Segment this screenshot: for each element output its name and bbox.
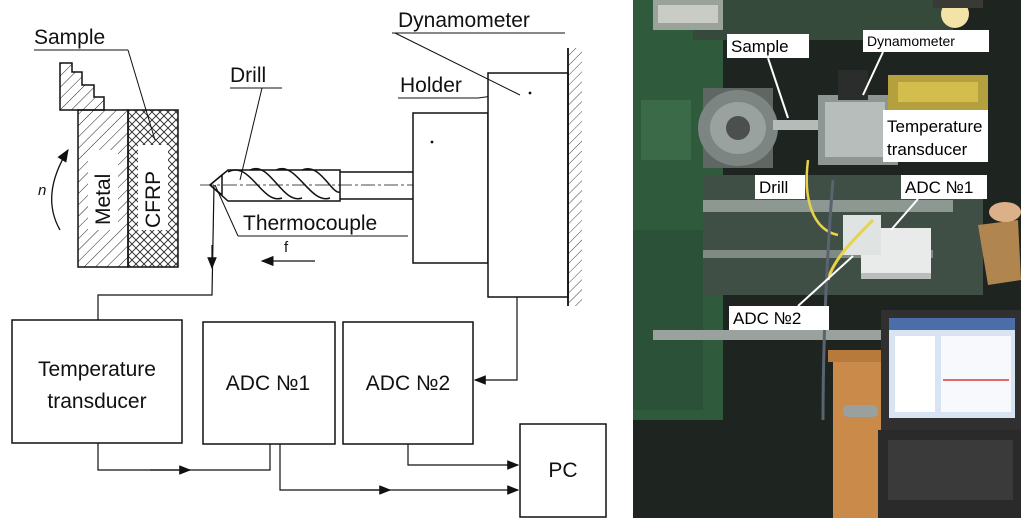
adc2-device <box>843 215 881 255</box>
photo-drill-label: Drill <box>759 178 788 197</box>
adc1-box <box>202 321 336 445</box>
table <box>833 355 885 518</box>
laptop <box>878 310 1021 518</box>
adc2-to-pc-line <box>407 444 520 470</box>
drill-photo <box>773 120 828 130</box>
metal-label: Metal <box>92 174 115 225</box>
photo-temp-label-line1: Temperature <box>887 117 982 136</box>
thermocouple-label: Thermocouple <box>243 212 377 235</box>
cfrp-label-bg <box>138 145 168 230</box>
photo-sample-label: Sample <box>731 37 789 56</box>
thermocouple-wire <box>97 184 215 320</box>
adc2-label: ADC №2 <box>366 372 450 395</box>
rotation-arrow <box>51 148 69 231</box>
photo-temp-label-line2: transducer <box>887 140 968 159</box>
photo-dynamometer-label: Dynamometer <box>867 33 955 49</box>
adc1-to-pc-line <box>279 444 520 495</box>
photo-dynamometer-label-bg <box>863 30 989 52</box>
temperature-transducer-line2: transducer <box>47 390 146 413</box>
photo-temp-label-bg <box>883 110 988 162</box>
transducer-to-adc1-line <box>97 443 271 471</box>
dynamometer-to-adc2-line <box>473 297 518 385</box>
drill-shank <box>340 171 413 200</box>
photo-adc1-label-bg <box>901 175 987 199</box>
dynamometer <box>487 72 569 298</box>
temperature-transducer-line1: Temperature <box>38 358 156 381</box>
holder-label: Holder <box>400 74 462 97</box>
feed-label: f <box>284 239 289 256</box>
photo-adc2-label: ADC №2 <box>733 309 801 328</box>
adc1-label: ADC №1 <box>226 372 310 395</box>
pc-label: PC <box>548 459 577 482</box>
sample-label: Sample <box>34 26 105 49</box>
schematic-diagram: Metal CFRP n Sample Drill Holder Dynamom… <box>11 9 607 518</box>
dynamometer-label: Dynamometer <box>398 9 530 32</box>
rotation-label: n <box>38 182 46 199</box>
holder <box>412 112 489 264</box>
photo-adc2-label-bg <box>729 306 829 330</box>
photo-drill-label-bg <box>755 175 805 199</box>
experiment-photo: Sample Dynamometer Temperature transduce… <box>633 0 1021 518</box>
drill-label: Drill <box>230 64 266 87</box>
sample-clamp <box>59 62 105 111</box>
drill-body <box>208 167 341 202</box>
wall-hatch <box>568 48 582 306</box>
metal-label-bg <box>88 150 118 230</box>
photo-sample-label-bg <box>727 34 809 58</box>
photo-adc1-label: ADC №1 <box>905 178 973 197</box>
chuck <box>698 88 778 168</box>
temperature-transducer-box <box>11 319 183 444</box>
cfrp-label: CFRP <box>142 171 165 228</box>
pc-box <box>519 423 607 518</box>
